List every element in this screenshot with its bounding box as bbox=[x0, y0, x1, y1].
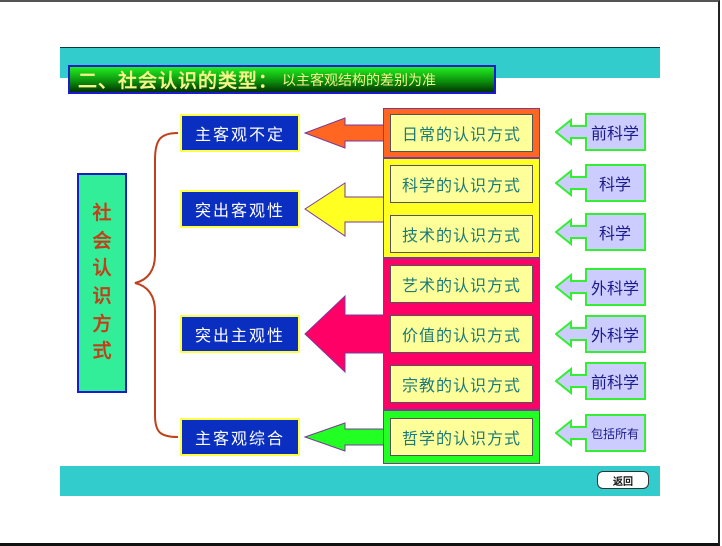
tag-label: 前科学 bbox=[590, 124, 639, 143]
tag-callout: 前科学 bbox=[555, 362, 647, 400]
tag-label: 科学 bbox=[598, 175, 631, 194]
left-arrow-callout-icon bbox=[555, 315, 646, 353]
group-green: 哲学的认识方式 bbox=[383, 410, 540, 464]
slide-title: 二、社会认识的类型： 以主客观结构的差别为准 bbox=[68, 65, 496, 94]
way-art: 艺术的认识方式 bbox=[390, 265, 533, 303]
way-philosophy: 哲学的认识方式 bbox=[390, 418, 533, 456]
left-arrow-callout-icon bbox=[555, 414, 646, 452]
left-arrow-callout-icon bbox=[555, 213, 646, 251]
way-religion: 宗教的认识方式 bbox=[390, 365, 533, 403]
left-arrow-callout-icon bbox=[555, 164, 646, 202]
way-daily: 日常的认识方式 bbox=[390, 114, 533, 152]
root-node: 社 会 认 识 方 式 bbox=[77, 173, 127, 393]
bottom-band bbox=[60, 466, 660, 496]
arrow-magenta bbox=[304, 294, 386, 374]
title-main: 二、社会认识的类型： bbox=[78, 70, 279, 92]
tag-label: 外科学 bbox=[590, 279, 639, 298]
title-sub: 以主客观结构的差别为准 bbox=[282, 72, 437, 89]
group-magenta: 艺术的认识方式 价值的认识方式 宗教的认识方式 bbox=[383, 258, 540, 410]
tag-callout: 外科学 bbox=[555, 268, 647, 306]
arrow-green bbox=[303, 422, 386, 452]
root-char: 式 bbox=[92, 340, 112, 363]
category-subjective-prominent: 突出主观性 bbox=[180, 315, 300, 353]
tag-label: 科学 bbox=[598, 224, 631, 243]
root-char: 方 bbox=[92, 312, 112, 335]
tag-label: 外科学 bbox=[590, 326, 639, 345]
brace-icon bbox=[134, 132, 179, 438]
category-subjective-objective-indefinite: 主客观不定 bbox=[180, 114, 300, 152]
root-char: 认 bbox=[92, 257, 112, 280]
back-button[interactable]: 返回 bbox=[597, 471, 649, 489]
way-technology: 技术的认识方式 bbox=[390, 215, 533, 253]
tag-label: 前科学 bbox=[590, 373, 639, 392]
left-arrow-callout-icon bbox=[555, 362, 646, 400]
tag-callout: 科学 bbox=[555, 213, 647, 251]
tag-callout: 包括所有 bbox=[555, 414, 647, 452]
tag-callout: 前科学 bbox=[555, 113, 647, 151]
way-value: 价值的认识方式 bbox=[390, 315, 533, 353]
category-synthesis: 主客观综合 bbox=[180, 418, 300, 456]
tag-callout: 科学 bbox=[555, 164, 647, 202]
tag-label: 包括所有 bbox=[590, 426, 639, 441]
root-char: 会 bbox=[92, 229, 112, 252]
root-char: 识 bbox=[92, 285, 112, 307]
group-yellow: 科学的认识方式 技术的认识方式 bbox=[383, 158, 540, 258]
category-objective-prominent: 突出客观性 bbox=[180, 190, 300, 228]
tag-callout: 外科学 bbox=[555, 315, 647, 353]
arrow-orange bbox=[303, 117, 386, 149]
way-science: 科学的认识方式 bbox=[390, 165, 533, 203]
left-arrow-callout-icon bbox=[555, 268, 646, 306]
group-orange: 日常的认识方式 bbox=[383, 108, 540, 158]
root-char: 社 bbox=[92, 202, 112, 225]
arrow-yellow bbox=[304, 182, 386, 237]
left-arrow-callout-icon bbox=[555, 113, 646, 151]
